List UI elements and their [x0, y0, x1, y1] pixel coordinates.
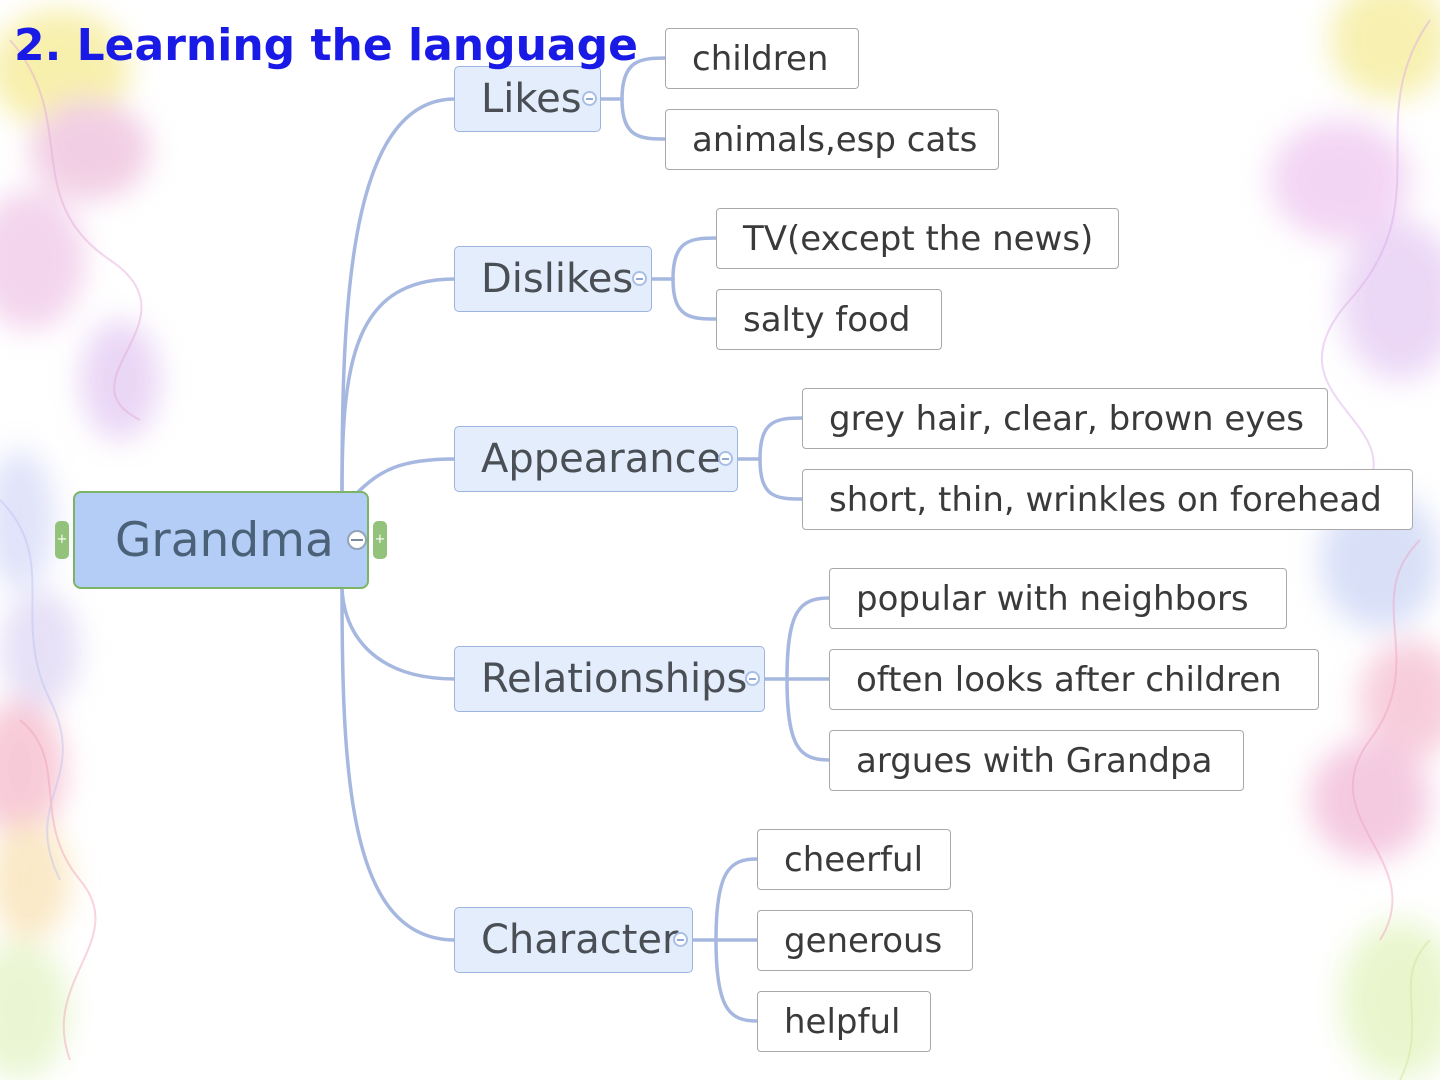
branch-dislikes-label: Dislikes [481, 256, 634, 302]
collapse-relationships-icon[interactable] [745, 671, 760, 686]
leaf-node[interactable]: popular with neighbors [829, 568, 1287, 629]
collapse-character-icon[interactable] [673, 932, 688, 947]
branch-dislikes[interactable]: Dislikes [454, 246, 652, 312]
leaf-node[interactable]: grey hair, clear, brown eyes [802, 388, 1328, 449]
leaf-node-label: generous [784, 920, 943, 961]
root-node-label: Grandma [115, 512, 334, 568]
connector-likes-leaf-2 [620, 97, 668, 141]
leaf-node[interactable]: TV(except the news) [716, 208, 1119, 269]
leaf-node-label: salty food [743, 299, 911, 340]
connector-character-leaf-3 [714, 938, 759, 1023]
leaf-node[interactable]: generous [757, 910, 973, 971]
leaf-node[interactable]: children [665, 28, 859, 89]
leaf-node[interactable]: helpful [757, 991, 931, 1052]
expand-left-button[interactable] [55, 521, 69, 559]
connector-relationships-leaf-1 [785, 596, 831, 681]
leaf-node-label: argues with Grandpa [856, 740, 1213, 781]
connector-dislikes-leaf-1 [671, 236, 719, 281]
expand-right-button[interactable] [373, 521, 387, 559]
connector-appearance-leaf-2 [758, 457, 805, 501]
leaf-node-label: cheerful [784, 839, 924, 880]
leaf-node-label: children [692, 38, 829, 79]
branch-likes-label: Likes [481, 76, 582, 122]
connector-character-leaf-1 [714, 857, 759, 942]
collapse-appearance-icon[interactable] [718, 451, 733, 466]
branch-character[interactable]: Character [454, 907, 693, 973]
leaf-node-label: helpful [784, 1001, 901, 1042]
branch-appearance[interactable]: Appearance [454, 426, 738, 492]
branch-character-label: Character [481, 917, 679, 963]
connector-root-likes [340, 97, 457, 493]
leaf-node[interactable]: often looks after children [829, 649, 1319, 710]
leaf-node-label: animals,esp cats [692, 119, 978, 160]
leaf-node-label: TV(except the news) [743, 218, 1094, 259]
root-node[interactable]: Grandma [73, 491, 369, 589]
connector-dislikes-leaf-2 [671, 277, 719, 321]
connector-root-appearance [353, 457, 457, 497]
collapse-dislikes-icon[interactable] [632, 271, 647, 286]
leaf-node-label: often looks after children [856, 659, 1282, 700]
leaf-node-label: popular with neighbors [856, 578, 1249, 619]
leaf-node-label: grey hair, clear, brown eyes [829, 398, 1305, 439]
connector-appearance-leaf-1 [758, 416, 805, 461]
branch-relationships[interactable]: Relationships [454, 646, 765, 712]
leaf-node[interactable]: cheerful [757, 829, 951, 890]
collapse-likes-icon[interactable] [582, 91, 597, 106]
slide-title: 2. Learning the language [14, 20, 638, 71]
root-collapse-icon[interactable] [347, 530, 367, 550]
connector-relationships-leaf-3 [785, 677, 831, 762]
leaf-node[interactable]: short, thin, wrinkles on forehead [802, 469, 1413, 530]
leaf-node[interactable]: animals,esp cats [665, 109, 999, 170]
leaf-node[interactable]: argues with Grandpa [829, 730, 1244, 791]
leaf-node-label: short, thin, wrinkles on forehead [829, 479, 1382, 520]
connector-root-character [340, 587, 457, 942]
connector-root-relationships [340, 587, 457, 681]
branch-relationships-label: Relationships [481, 656, 748, 702]
connector-likes-leaf-1 [620, 56, 668, 101]
branch-appearance-label: Appearance [481, 436, 722, 482]
connector-root-dislikes [340, 277, 457, 493]
leaf-node[interactable]: salty food [716, 289, 942, 350]
branch-likes[interactable]: Likes [454, 66, 601, 132]
